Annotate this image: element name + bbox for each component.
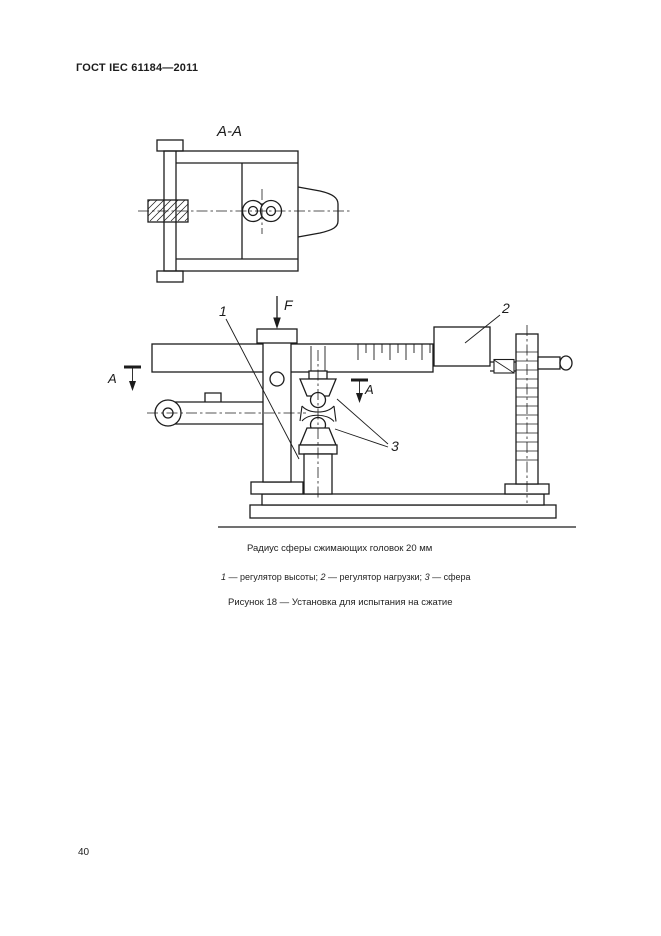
section-view-label: А-А (216, 123, 242, 140)
callout-1-label: 1 (219, 303, 227, 319)
leader-callout-3b (334, 428, 389, 448)
force-label: F (284, 297, 294, 313)
frame-flange-bottom (156, 270, 184, 283)
clamp-bolt (147, 199, 189, 223)
section-mark-a-middle-label: А (364, 382, 374, 397)
legend-text-2: — регулятор нагрузки; (325, 572, 425, 582)
section-view-a-a (138, 139, 352, 283)
section-mark-left (124, 365, 141, 391)
hatching (147, 199, 189, 222)
stem-through-beam (310, 346, 326, 371)
section-mark-a-left-label: А (107, 371, 117, 386)
standard-number-header: ГОСТ IEC 61184—2011 (76, 62, 199, 74)
leader-callout-3a (336, 398, 389, 445)
legend-text-1: — регулятор высоты; (226, 572, 321, 582)
load-regulator-box (433, 326, 491, 367)
callout-3-label: 3 (391, 438, 399, 454)
section-centerlines (138, 189, 352, 234)
callout-2-label: 2 (501, 300, 510, 316)
radius-note: Радиус сферы сжимающих головок 20 мм (247, 543, 433, 554)
height-column-foot (250, 481, 304, 495)
upper-head-cone (299, 378, 337, 397)
leader-lines (225, 314, 501, 460)
scale-beam (151, 343, 434, 373)
main-view (124, 296, 576, 528)
page-number: 40 (78, 847, 90, 858)
legend-num-3: 3 (424, 572, 430, 582)
leader-callout-2 (464, 314, 501, 344)
height-column-hole (269, 371, 285, 387)
force-arrow (273, 296, 281, 329)
figure-caption: Рисунок 18 — Установка для испытания на … (228, 597, 453, 608)
crank-handle (537, 355, 573, 371)
beam-scale-ticks (357, 344, 431, 360)
leader-callout-1 (225, 318, 300, 460)
height-column (250, 328, 304, 495)
lever-arm (154, 392, 263, 427)
lever-bracket (204, 392, 222, 402)
main-centerlines (147, 325, 528, 503)
frame-flange-top (156, 139, 184, 152)
cap-profile (297, 186, 339, 238)
height-column-cap (256, 328, 298, 344)
legend-text-3: — сфера (429, 572, 471, 582)
beam-connector (490, 358, 516, 374)
load-column (504, 333, 573, 495)
legend-num-1: 1 (221, 572, 227, 582)
legend-num-2: 2 (320, 572, 326, 582)
base-assembly (218, 493, 576, 528)
figure-legend: 1 — регулятор высоты; 2 — регулятор нагр… (221, 572, 471, 582)
section-mark-middle (351, 378, 368, 403)
